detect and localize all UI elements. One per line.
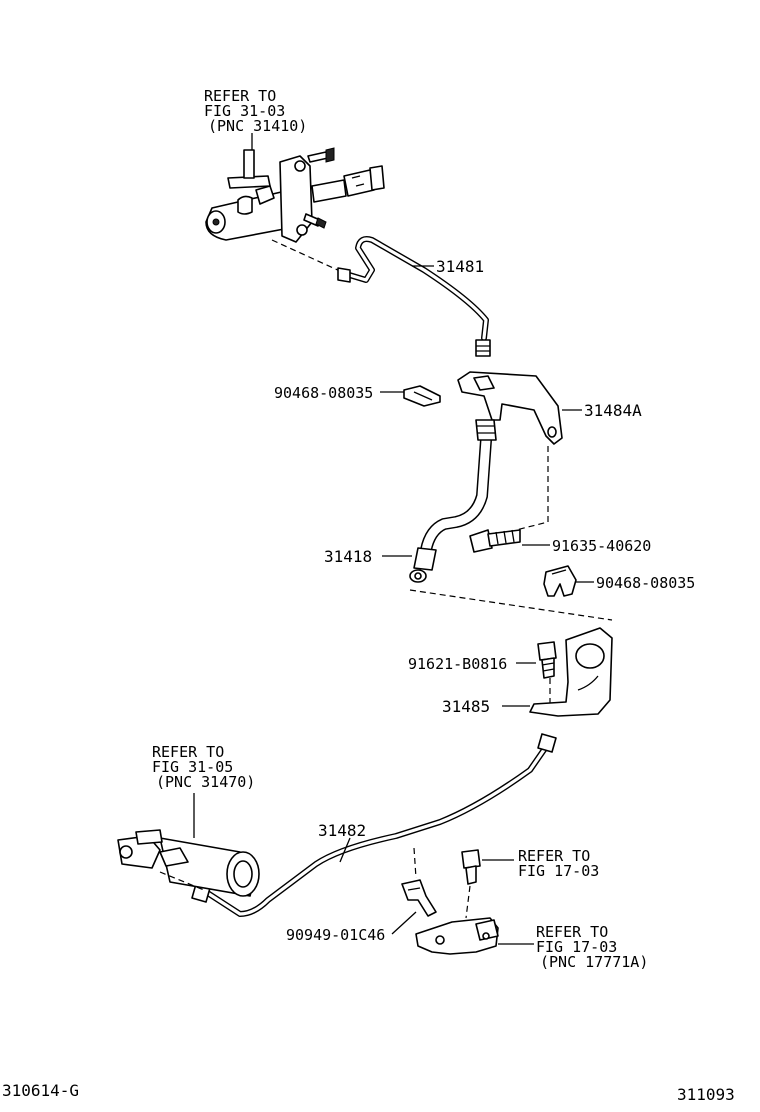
ref-release-line-3: (PNC 31470)	[156, 773, 255, 791]
part-number-31481: 31481	[436, 257, 484, 276]
footer-left-code: 310614-G	[2, 1081, 79, 1100]
part-number-90468-08035-mid: 90468-08035	[596, 574, 695, 592]
ref-master-line-2: FIG 31-03	[204, 102, 285, 120]
ref-release-line-1: REFER TO	[152, 743, 224, 761]
bolt-91635-40620	[469, 529, 521, 553]
clutch-pipe-31482	[191, 733, 557, 917]
bracket-refer-fig-17-03	[415, 917, 499, 955]
ref-bolt-line-1: REFER TO	[518, 847, 590, 865]
clip-90468-08035-top	[403, 385, 441, 407]
bracket-31485	[529, 627, 613, 717]
bracket-31484a	[457, 371, 563, 445]
clamp-90949-01c46	[401, 879, 437, 917]
ref-master-line-3: (PNC 31410)	[208, 117, 307, 135]
flexible-hose-31418	[409, 419, 497, 583]
part-number-90949-01c46: 90949-01C46	[286, 926, 385, 944]
footer-right-code: 311093	[677, 1085, 735, 1104]
ref-release-line-2: FIG 31-05	[152, 758, 233, 776]
part-number-91635-40620: 91635-40620	[552, 537, 651, 555]
ref-master-line-1: REFER TO	[204, 87, 276, 105]
bolt-91621-b0816	[537, 641, 557, 679]
part-number-90468-08035-top: 90468-08035	[274, 384, 373, 402]
ref-bracket-line-3: (PNC 17771A)	[540, 953, 648, 971]
clutch-pipe-31481	[337, 236, 491, 357]
part-number-31482: 31482	[318, 821, 366, 840]
clutch-master-cylinder	[205, 147, 385, 243]
bolt-refer-fig-17-03	[461, 849, 481, 885]
part-number-31485: 31485	[442, 697, 490, 716]
clip-90468-08035-mid	[543, 565, 577, 597]
part-number-91621-b0816: 91621-B0816	[408, 655, 507, 673]
ref-bolt-line-2: FIG 17-03	[518, 862, 599, 880]
part-number-31418: 31418	[324, 547, 372, 566]
clutch-release-cylinder	[117, 829, 260, 897]
ref-bracket-line-1: REFER TO	[536, 923, 608, 941]
ref-bracket-line-2: FIG 17-03	[536, 938, 617, 956]
part-number-31484a: 31484A	[584, 401, 642, 420]
